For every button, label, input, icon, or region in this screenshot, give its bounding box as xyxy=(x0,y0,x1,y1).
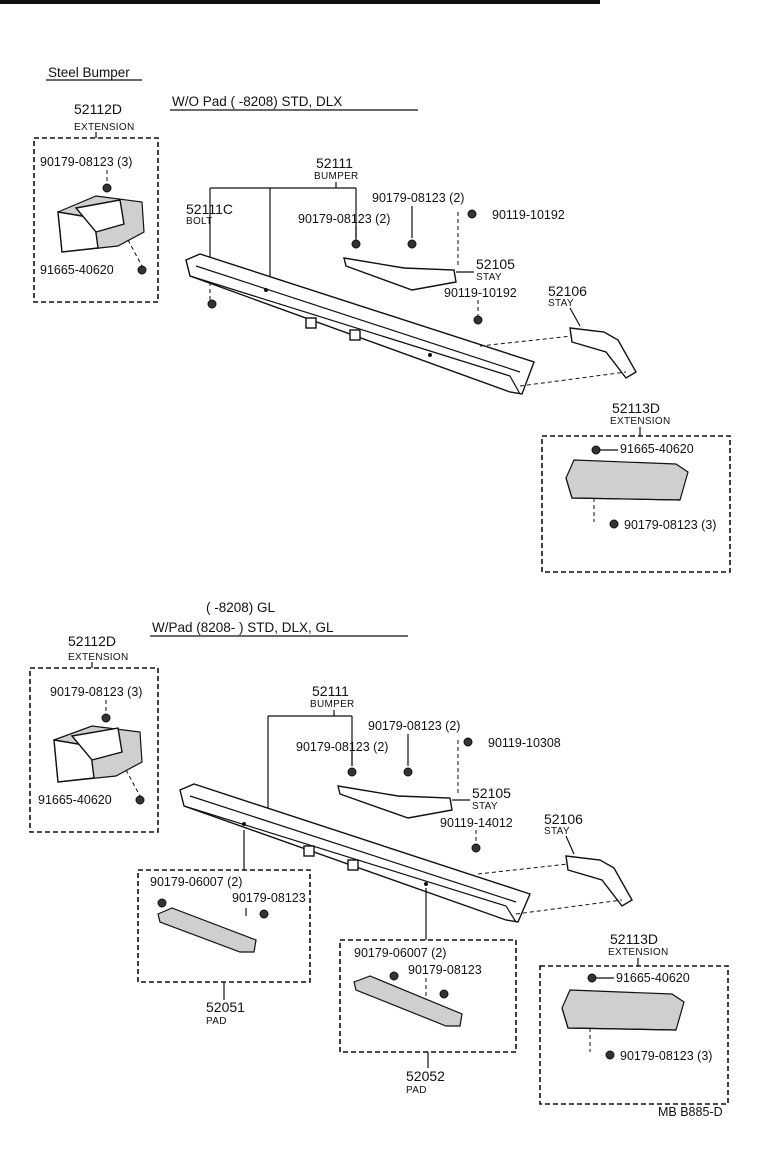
part-number: 90179-08123 (3) xyxy=(624,518,716,532)
part-name: STAY xyxy=(544,826,570,837)
part-name: STAY xyxy=(548,298,574,309)
nut-icon xyxy=(101,713,111,723)
part-number: 91665-40620 xyxy=(616,971,690,985)
bolt-icon xyxy=(591,445,601,455)
extension-part-right xyxy=(561,989,685,1031)
nut-icon xyxy=(439,989,449,999)
bolt-icon xyxy=(587,973,597,983)
nut-icon xyxy=(351,239,361,249)
part-number: 91665-40620 xyxy=(38,793,112,807)
right-extension-box xyxy=(541,435,731,573)
part-number: 52111C xyxy=(186,201,233,217)
part-number: 90179-08123 xyxy=(408,963,482,977)
nut-icon xyxy=(609,519,619,529)
part-number: 52052 xyxy=(406,1068,445,1084)
part-number: 52105 xyxy=(472,785,511,801)
nut-icon xyxy=(347,767,357,777)
part-name: BOLT xyxy=(186,216,213,227)
part-number: 90119-10192 xyxy=(444,286,517,300)
part-number: 52105 xyxy=(476,256,515,272)
part-name: STAY xyxy=(476,272,502,283)
part-name: PAD xyxy=(206,1016,227,1027)
part-number: 90179-08123 (2) xyxy=(296,740,388,754)
part-name: EXTENSION xyxy=(608,947,669,958)
pad-strip-left xyxy=(157,907,257,953)
bumper-bar-bottom xyxy=(179,783,531,923)
variant-label: W/O Pad ( -8208) STD, DLX xyxy=(172,94,342,109)
part-number: 52112D xyxy=(68,633,116,649)
part-number: 52106 xyxy=(548,283,587,299)
drawing-code: MB B885-D xyxy=(658,1105,723,1119)
part-number: 52112D xyxy=(74,101,122,117)
nut-icon xyxy=(605,1050,615,1060)
part-name: EXTENSION xyxy=(74,122,135,133)
part-name: EXTENSION xyxy=(68,652,129,663)
stay-bracket xyxy=(343,257,457,291)
clip-icon xyxy=(157,898,167,908)
cropped-header-fragment xyxy=(0,0,600,4)
bolt-icon xyxy=(207,299,217,309)
part-number: 91665-40620 xyxy=(620,442,694,456)
nut-icon xyxy=(403,767,413,777)
part-number: 52051 xyxy=(206,999,245,1015)
right-extension-box xyxy=(539,965,729,1105)
part-number: 90179-06007 (2) xyxy=(354,946,446,960)
part-number: 90179-06007 (2) xyxy=(150,875,242,889)
variant-label: W/Pad (8208- ) STD, DLX, GL xyxy=(152,620,334,635)
bottom-section: ( -8208) GL W/Pad (8208- ) STD, DLX, GL … xyxy=(29,600,729,1105)
screw-icon xyxy=(463,737,473,747)
bolt-icon xyxy=(137,265,147,275)
part-name: EXTENSION xyxy=(610,416,671,427)
part-name: BUMPER xyxy=(314,171,359,182)
part-number: 90179-08123 xyxy=(232,891,306,905)
section-title: Steel Bumper xyxy=(48,65,130,80)
part-number: 90119-14012 xyxy=(440,816,513,830)
part-number: 91665-40620 xyxy=(40,263,114,277)
screw-icon xyxy=(467,209,477,219)
part-number: 52111 xyxy=(316,155,353,171)
part-number: 90179-08123 (2) xyxy=(372,191,464,205)
part-number: 52113D xyxy=(610,931,658,947)
clip-icon xyxy=(389,971,399,981)
stay-bracket xyxy=(337,785,453,819)
extension-part-right xyxy=(565,459,689,501)
variant-label: ( -8208) GL xyxy=(206,600,276,615)
part-number: 90179-08123 (3) xyxy=(40,155,132,169)
bolt-icon xyxy=(135,795,145,805)
part-number: 90179-08123 (3) xyxy=(50,685,142,699)
top-section: Steel Bumper W/O Pad ( -8208) STD, DLX 5… xyxy=(33,65,731,573)
part-number: 90179-08123 (2) xyxy=(368,719,460,733)
left-extension-box xyxy=(29,667,159,833)
stay-bracket xyxy=(569,327,637,379)
screw-icon xyxy=(471,843,481,853)
part-number: 90119-10308 xyxy=(488,736,561,750)
nut-icon xyxy=(102,183,112,193)
part-name: STAY xyxy=(472,801,498,812)
part-name: BUMPER xyxy=(310,699,355,710)
bumper-bar-top xyxy=(185,253,535,395)
part-number: 90119-10192 xyxy=(492,208,565,222)
pad-strip-right xyxy=(353,975,463,1027)
nut-icon xyxy=(407,239,417,249)
part-number: 90179-08123 (3) xyxy=(620,1049,712,1063)
nut-icon xyxy=(259,909,269,919)
stay-bracket xyxy=(565,855,633,907)
part-name: PAD xyxy=(406,1085,427,1096)
part-number: 52113D xyxy=(612,400,660,416)
screw-icon xyxy=(473,315,483,325)
part-number: 52106 xyxy=(544,811,583,827)
part-number: 90179-08123 (2) xyxy=(298,212,390,226)
part-number: 52111 xyxy=(312,683,349,699)
